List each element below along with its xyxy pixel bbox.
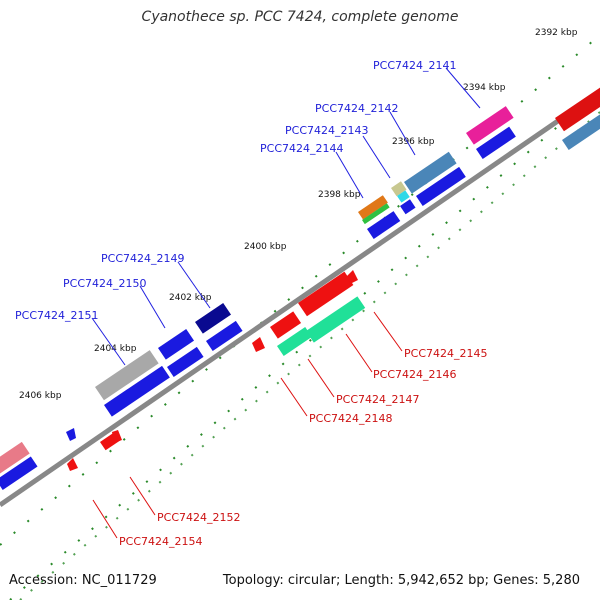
leader-line xyxy=(389,111,416,156)
gene-right-red xyxy=(555,84,600,132)
gene-2145 xyxy=(298,271,354,317)
cds-block xyxy=(476,126,516,159)
map-title: Cyanothece sp. PCC 7424, complete genome xyxy=(141,9,459,25)
gene-2143b xyxy=(397,190,410,203)
tick-label: 2400 kbp xyxy=(244,242,287,252)
gene-2142 xyxy=(404,151,457,194)
forward-cds xyxy=(0,126,516,490)
gene-2143 xyxy=(391,181,407,197)
cds-arrow xyxy=(66,428,76,441)
gene-label-2146[interactable]: PCC7424_2146 xyxy=(373,368,456,381)
leader-line xyxy=(129,476,156,516)
outer-gene-ring xyxy=(19,111,600,600)
gene-2147b xyxy=(277,326,312,356)
gene-2145-arrow xyxy=(347,270,358,284)
gene-label-2152[interactable]: PCC7424_2152 xyxy=(157,511,240,524)
cds-block xyxy=(400,199,416,215)
tick-label: 2396 kbp xyxy=(392,137,435,147)
tick-label: 2394 kbp xyxy=(463,83,506,93)
reverse-leaders xyxy=(92,311,403,539)
gene-label-2143[interactable]: PCC7424_2143 xyxy=(285,124,368,137)
gene-label-2147[interactable]: PCC7424_2147 xyxy=(336,393,419,406)
leader-line xyxy=(92,499,118,539)
gene-label-2148[interactable]: PCC7424_2148 xyxy=(309,412,392,425)
tick-label: 2406 kbp xyxy=(19,391,62,401)
gene-2141 xyxy=(466,106,514,145)
tick-label: 2402 kbp xyxy=(169,293,212,303)
tick-label: 2404 kbp xyxy=(94,344,137,354)
gene-label-2151[interactable]: PCC7424_2151 xyxy=(15,309,98,322)
gene-2151 xyxy=(95,350,159,401)
reverse-genes xyxy=(67,270,366,471)
outer-tick-ring xyxy=(0,34,600,546)
gene-right-steel xyxy=(562,106,600,150)
accession-text: Accession: NC_011729 xyxy=(9,573,157,588)
gene-2152-arrow xyxy=(112,430,122,443)
leader-line xyxy=(139,285,166,329)
gene-label-2141[interactable]: PCC7424_2141 xyxy=(373,59,456,72)
forward-genes xyxy=(0,84,600,474)
gene-2147 xyxy=(306,296,366,343)
topology-text: Topology: circular; Length: 5,942,652 bp… xyxy=(222,573,580,588)
gene-label-2145[interactable]: PCC7424_2145 xyxy=(404,347,487,360)
gene-label-2142[interactable]: PCC7424_2142 xyxy=(315,102,398,115)
cds-block xyxy=(367,211,401,239)
leader-line xyxy=(91,317,126,366)
leader-line xyxy=(335,151,364,199)
cds-block xyxy=(206,320,243,351)
gene-label-2149[interactable]: PCC7424_2149 xyxy=(101,252,184,265)
gene-left-pink xyxy=(0,441,30,474)
forward-leaders xyxy=(91,67,481,366)
gene-label-2150[interactable]: PCC7424_2150 xyxy=(63,277,146,290)
leader-line xyxy=(373,311,403,352)
leader-line xyxy=(345,333,373,373)
gene-2149 xyxy=(195,302,232,334)
gene-label-2154[interactable]: PCC7424_2154 xyxy=(119,535,202,548)
leader-line xyxy=(307,358,335,398)
cds-block xyxy=(0,456,38,490)
gene-2150 xyxy=(158,328,195,360)
leader-line xyxy=(280,377,308,417)
leader-line xyxy=(362,135,391,179)
cds-block xyxy=(416,166,466,206)
genome-backbone xyxy=(0,89,600,508)
gene-2154 xyxy=(67,458,78,471)
tick-label: 2392 kbp xyxy=(535,28,578,38)
gene-label-2144[interactable]: PCC7424_2144 xyxy=(260,142,343,155)
inner-tick-ring xyxy=(9,89,600,600)
gene-2148 xyxy=(252,337,265,352)
leader-line xyxy=(445,67,481,109)
leader-line xyxy=(177,261,211,309)
tick-label: 2398 kbp xyxy=(318,190,361,200)
gene-2144b xyxy=(362,203,390,225)
cds-block xyxy=(104,365,170,417)
gene-2146 xyxy=(270,311,302,339)
cds-block xyxy=(167,346,204,377)
gene-2144 xyxy=(358,195,388,220)
